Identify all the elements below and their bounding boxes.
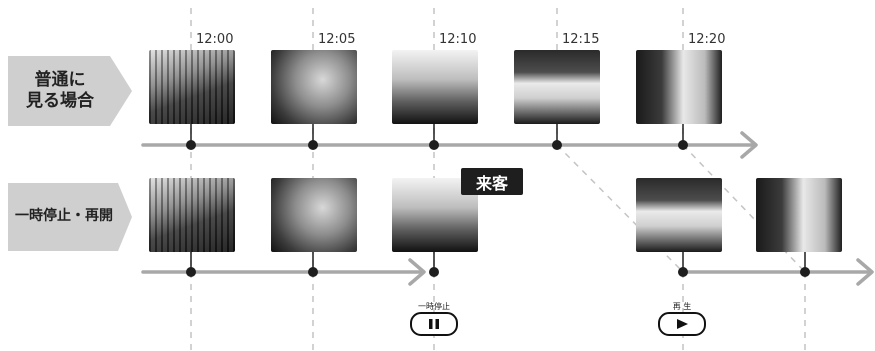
thumb-normal-1220 [636, 50, 722, 124]
row-label-normal-shape [8, 56, 132, 126]
row-label-pause: 一時停止・再開 [8, 183, 120, 251]
pause-button[interactable] [410, 312, 458, 336]
thumb-resume-1220 [756, 178, 842, 252]
time-label-1205: 12:05 [318, 32, 356, 47]
dot-pause-1205 [308, 267, 318, 277]
thumb-resume-1215 [636, 178, 722, 252]
dot-resume-1220 [800, 267, 810, 277]
timeline-resume-arrow [856, 258, 874, 286]
time-label-1215: 12:15 [562, 32, 600, 47]
thumb-normal-1200 [149, 50, 235, 124]
thumb-normal-1215 [514, 50, 600, 124]
pause-control: 一時停止 [410, 302, 458, 336]
play-button[interactable] [658, 312, 706, 336]
dot-pause-1210 [429, 267, 439, 277]
dot-pause-1200 [186, 267, 196, 277]
timeline-normal-arrow [740, 131, 758, 159]
thumb-normal-1210 [392, 50, 478, 124]
dot-resume-1215 [678, 267, 688, 277]
thumb-pause-1200 [149, 178, 235, 252]
dot-normal-1210 [429, 140, 439, 150]
pause-icon [429, 319, 439, 329]
dot-normal-1205 [308, 140, 318, 150]
play-control: 再 生 [658, 302, 706, 336]
visitor-badge: 来客 [461, 168, 523, 195]
time-label-1210: 12:10 [439, 32, 477, 47]
row-label-normal: 普通に 見る場合 [8, 56, 112, 126]
row-label-pause-text: 一時停止・再開 [15, 208, 113, 225]
dot-normal-1220 [678, 140, 688, 150]
play-icon [677, 319, 688, 329]
row-label-normal-text: 普通に 見る場合 [26, 69, 94, 111]
timeline-pause-arrow [408, 258, 426, 286]
thumb-pause-1205 [271, 178, 357, 252]
dot-normal-1200 [186, 140, 196, 150]
row-label-pause-shape [8, 183, 132, 251]
thumb-normal-1205 [271, 50, 357, 124]
time-label-1220: 12:20 [688, 32, 726, 47]
time-label-1200: 12:00 [196, 32, 234, 47]
play-caption: 再 生 [672, 302, 692, 311]
pause-caption: 一時停止 [418, 302, 450, 311]
dot-normal-1215 [552, 140, 562, 150]
